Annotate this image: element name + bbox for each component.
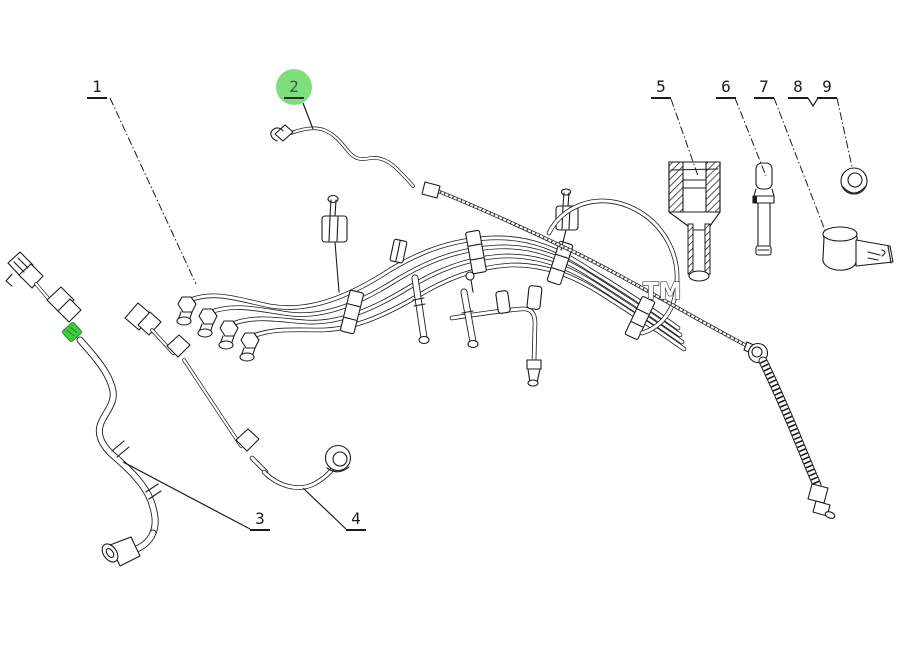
callout-1[interactable]: 1 [87,78,107,99]
pipe-clamps [340,229,656,340]
callout-5[interactable]: 5 [651,78,671,99]
tm-watermark: TM [643,279,682,305]
part-6-7-pin[interactable] [752,162,775,256]
part-9-nut[interactable] [840,167,868,195]
part-2-return-pipe[interactable] [270,124,836,520]
leader-lines [109,97,853,530]
callout-2[interactable]: 2 [284,78,304,99]
callout-4[interactable]: 4 [346,510,366,531]
part-3-hose[interactable] [5,251,162,567]
highlight-marker[interactable] [62,322,83,342]
callout-6[interactable]: 6 [716,78,736,99]
injector-fittings [176,296,260,362]
hanger-bolts [321,188,579,293]
callout-7[interactable]: 7 [754,78,774,99]
part-4-hose[interactable] [124,302,352,490]
callout-3[interactable]: 3 [250,510,270,531]
callout-9[interactable]: 9 [817,78,837,99]
part-5-sleeve[interactable] [668,161,721,282]
part-8-clamp[interactable] [822,226,894,271]
callout-8[interactable]: 8 [788,78,808,99]
part-1-pipe-assembly[interactable] [176,188,687,387]
callout-2-highlight-circle[interactable] [276,69,312,105]
